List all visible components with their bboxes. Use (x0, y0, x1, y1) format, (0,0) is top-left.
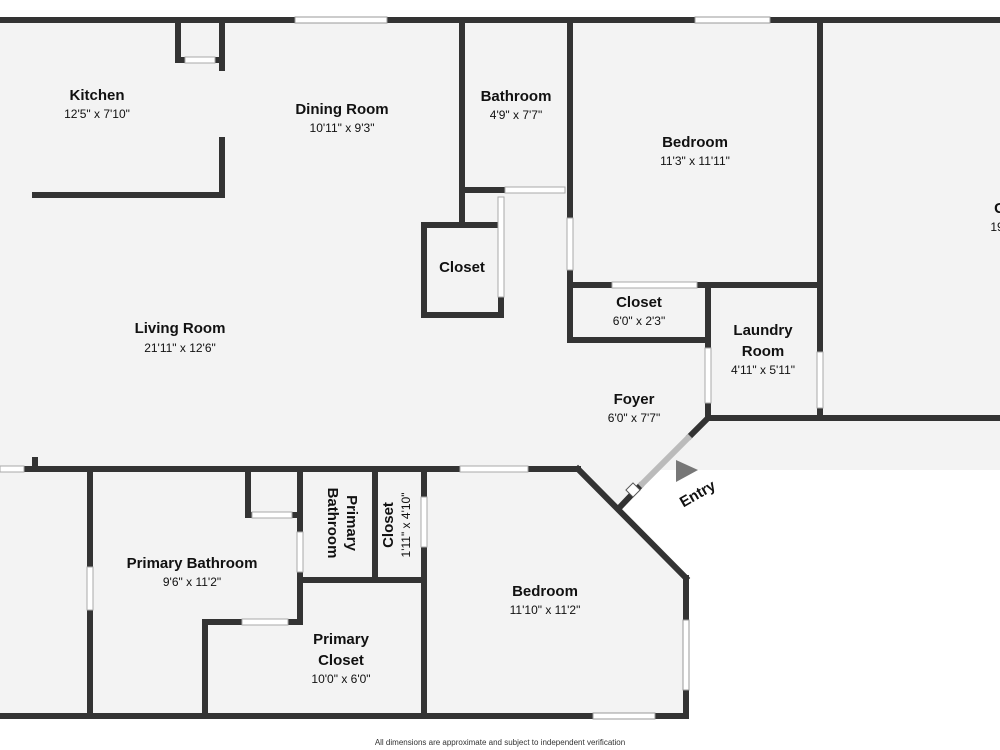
bedroom-top-label: Bedroom (662, 134, 728, 151)
closet-hall-dims: 6'0" x 2'3" (613, 314, 665, 328)
laundry-room-label-line1: Laundry (733, 322, 793, 339)
primary-closet-label-line2: Closet (318, 652, 364, 669)
entry-door[interactable] (625, 433, 693, 498)
bedroom-bottom-label: Bedroom (512, 583, 578, 600)
closet-hall-label: Closet (616, 294, 662, 311)
primary-bathroom-wc-label-line2: Bathroom (324, 488, 341, 559)
primary-bathroom-dims: 9'6" x 11'2" (163, 575, 221, 589)
closet-small-label: Closet (439, 259, 485, 276)
primary-closet-dims: 10'0" x 6'0" (311, 672, 370, 686)
living-room-dims: 21'11" x 12'6" (144, 341, 216, 355)
foyer-label: Foyer (614, 391, 655, 408)
closet-vertical-dims: 1'11" x 4'10" (399, 493, 413, 558)
door-openings (0, 56, 824, 626)
primary-bathroom-wc-label-line1: Primary (343, 495, 360, 552)
laundry-room-label-line2: Room (742, 343, 785, 360)
floor-area (0, 20, 1000, 714)
primary-closet-label-line1: Primary (313, 631, 370, 648)
kitchen-dims: 12'5" x 7'10" (64, 107, 130, 121)
living-room-label: Living Room (135, 320, 226, 337)
windows (294, 16, 771, 720)
dining-room-dims: 10'11" x 9'3" (310, 121, 375, 135)
bedroom-bottom-dims: 11'10" x 11'2" (510, 603, 581, 617)
dining-room-label: Dining Room (295, 101, 388, 118)
footer-disclaimer: All dimensions are approximate and subje… (375, 738, 625, 747)
primary-bathroom-label: Primary Bathroom (127, 555, 258, 572)
laundry-room-dims: 4'11" x 5'11" (731, 363, 795, 377)
entry-label: Entry (677, 477, 719, 511)
entry-arrow-icon (676, 460, 698, 482)
foyer-dims: 6'0" x 7'7" (608, 411, 660, 425)
kitchen-label: Kitchen (69, 87, 124, 104)
closet-vertical-label: Closet (380, 502, 397, 548)
bathroom-dims: 4'9" x 7'7" (490, 108, 542, 122)
right-room-label-partial: G (994, 200, 1000, 217)
right-room-dims-partial: 19 (990, 220, 1000, 234)
bathroom-label: Bathroom (481, 88, 552, 105)
bedroom-top-dims: 11'3" x 11'11" (660, 154, 730, 168)
